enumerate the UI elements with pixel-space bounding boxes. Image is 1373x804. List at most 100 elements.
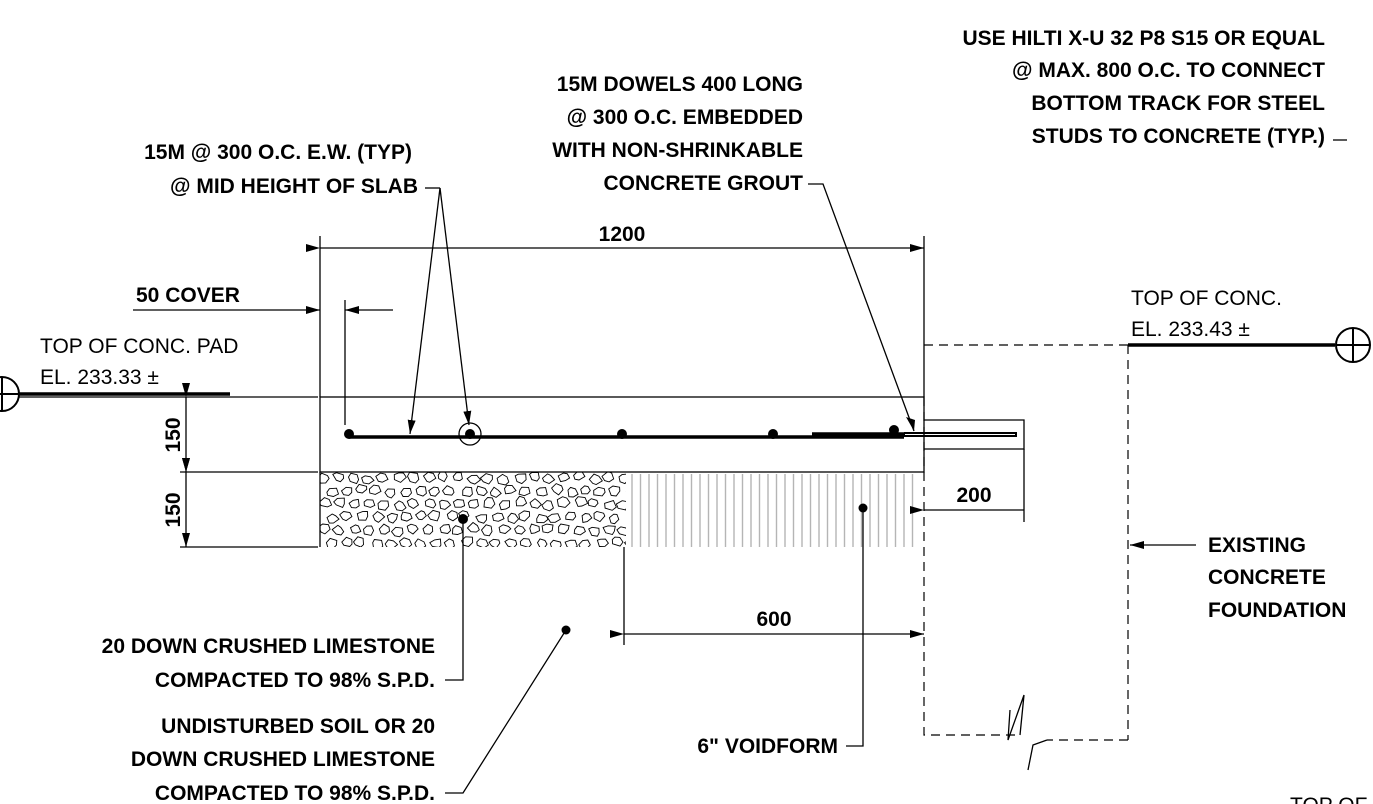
svg-text:15M @ 300 O.C. E.W. (TYP): 15M @ 300 O.C. E.W. (TYP) — [144, 141, 412, 164]
gravel-stone — [361, 475, 375, 485]
svg-text:EXISTING: EXISTING — [1208, 534, 1306, 557]
voidform-label: 6" VOIDFORM — [697, 735, 838, 758]
svg-text:COMPACTED TO 98% S.P.D.: COMPACTED TO 98% S.P.D. — [155, 782, 435, 804]
gravel-stone — [551, 483, 564, 496]
gravel-stone — [593, 486, 606, 497]
gravel-stone — [558, 523, 570, 535]
gravel-stone — [437, 472, 448, 483]
gravel-stone — [529, 523, 540, 535]
svg-text:20 DOWN CRUSHED LIMESTONE: 20 DOWN CRUSHED LIMESTONE — [102, 635, 435, 658]
gravel-stone — [546, 513, 561, 523]
gravel-stone — [466, 521, 480, 533]
gravel-stone — [536, 513, 549, 524]
gravel-stone — [393, 472, 407, 483]
gravel-stone — [549, 539, 562, 547]
gravel-stone — [363, 525, 375, 536]
gravel-stone — [588, 473, 603, 485]
dimension-slab-thickness: 150 — [162, 417, 185, 452]
gravel-stone — [556, 496, 571, 508]
svg-text:15M DOWELS 400 LONG: 15M DOWELS 400 LONG — [557, 73, 803, 96]
gravel-stone — [406, 472, 420, 484]
gravel-stone — [498, 500, 510, 511]
gravel-stone — [398, 537, 413, 547]
gravel-stone — [602, 525, 616, 536]
svg-text:CONCRETE: CONCRETE — [1208, 566, 1326, 589]
dowel-extension — [924, 419, 1025, 450]
voidform-hatch — [631, 474, 914, 547]
gravel-stone — [452, 472, 463, 482]
gravel-stone — [439, 524, 452, 534]
undisturbed-soil-note: UNDISTURBED SOIL OR 20 DOWN CRUSHED LIME… — [131, 715, 435, 804]
svg-text:EL. 233.43 ±: EL. 233.43 ± — [1131, 318, 1250, 341]
gravel-stone — [529, 498, 542, 509]
gravel-stone — [406, 497, 420, 510]
gravel-stone — [504, 538, 518, 547]
gravel-stone — [618, 473, 626, 485]
gravel-stone — [611, 536, 624, 547]
gravel-stone — [616, 526, 626, 537]
gravel-stone — [332, 472, 345, 483]
gravel-stone — [596, 538, 609, 547]
gravel-stone — [615, 500, 626, 511]
existing-foundation-label: EXISTING CONCRETE FOUNDATION — [1208, 534, 1346, 622]
svg-text:@ 300 O.C. EMBEDDED: @ 300 O.C. EMBEDDED — [567, 106, 803, 129]
gravel-stone — [428, 486, 440, 497]
gravel-stone — [467, 498, 480, 509]
gravel-stone — [326, 513, 340, 524]
rebar-note: 15M @ 300 O.C. E.W. (TYP) @ MID HEIGHT O… — [144, 141, 418, 198]
gravel-stone — [541, 523, 554, 534]
gravel-stone — [331, 524, 345, 536]
svg-text:EL. 233.33 ±: EL. 233.33 ± — [40, 366, 159, 389]
elevation-marker-left-icon — [0, 376, 20, 412]
dowel-bar — [904, 432, 1017, 437]
gravel-stone — [375, 472, 389, 483]
svg-text:CONCRETE GROUT: CONCRETE GROUT — [604, 172, 804, 195]
gravel-stone — [414, 538, 427, 547]
gravel-stone — [573, 472, 586, 481]
gravel-stone — [601, 472, 615, 483]
gravel-stone — [580, 485, 591, 495]
limestone-note: 20 DOWN CRUSHED LIMESTONE COMPACTED TO 9… — [102, 635, 435, 692]
gravel-stone — [578, 539, 591, 547]
gravel-stone — [390, 526, 404, 538]
gravel-stone — [422, 472, 437, 483]
dimension-voidform-width: 600 — [756, 608, 791, 631]
svg-text:UNDISTURBED SOIL OR 20: UNDISTURBED SOIL OR 20 — [161, 715, 435, 738]
gravel-stone — [452, 499, 466, 508]
top-conc-elevation: TOP OF CONC. EL. 233.43 ± — [1131, 287, 1282, 341]
gravel-stone — [356, 511, 369, 521]
svg-text:TOP OF CONC. PAD: TOP OF CONC. PAD — [40, 335, 238, 358]
gravel-stone — [480, 524, 493, 537]
gravel-stone — [424, 498, 437, 509]
gravel-stone — [565, 511, 577, 521]
gravel-stone — [483, 497, 496, 509]
gravel-stone — [587, 498, 599, 508]
rebar-dot — [889, 425, 899, 435]
gravel-stone — [415, 485, 427, 497]
rebar-dot — [617, 429, 627, 439]
gravel-stone — [446, 510, 459, 522]
svg-text:WITH NON-SHRINKABLE: WITH NON-SHRINKABLE — [552, 139, 803, 162]
svg-text:TOP OF CONC.: TOP OF CONC. — [1131, 287, 1282, 310]
gravel-stone — [339, 511, 353, 522]
dimension-base-thickness: 150 — [162, 492, 185, 527]
gravel-stone — [623, 541, 626, 546]
gravel-stone — [604, 500, 617, 511]
gravel-stone — [479, 473, 493, 485]
gravel-stone — [528, 472, 540, 482]
gravel-stone — [498, 524, 512, 534]
gravel-stone — [429, 538, 442, 547]
break-line — [1027, 739, 1048, 771]
gravel-stone — [325, 537, 338, 547]
gravel-stone — [320, 523, 331, 535]
svg-text:BOTTOM TRACK FOR STEEL: BOTTOM TRACK FOR STEEL — [1031, 92, 1325, 115]
gravel-stone — [574, 496, 589, 507]
gravel-stone — [608, 485, 621, 497]
gravel-stone — [372, 510, 386, 523]
gravel-stone — [422, 523, 434, 535]
gravel-stone — [400, 511, 413, 522]
svg-text:@ MAX. 800 O.C. TO CONNECT: @ MAX. 800 O.C. TO CONNECT — [1012, 59, 1325, 82]
svg-text:COMPACTED TO 98% S.P.D.: COMPACTED TO 98% S.P.D. — [155, 669, 435, 692]
svg-text:DOWN CRUSHED LIMESTONE: DOWN CRUSHED LIMESTONE — [131, 748, 435, 771]
